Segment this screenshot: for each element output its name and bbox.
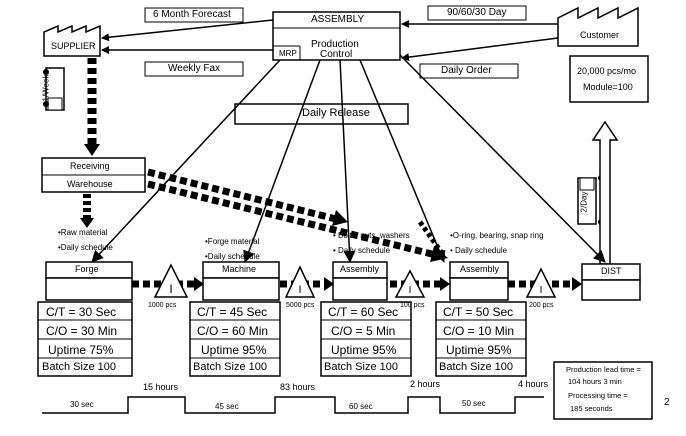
schedule-line-1 <box>91 59 281 263</box>
shipment-to-customer-arrow <box>591 120 619 265</box>
wait-time-2: 83 hours <box>280 382 316 392</box>
production-control-department: ASSEMBLY <box>311 14 365 25</box>
customer-order-arrow <box>401 37 559 62</box>
assembly1-batch: Batch Size 100 <box>324 361 398 373</box>
forecast-to-supplier-arrow <box>101 19 274 42</box>
customer-module: Module=100 <box>583 82 633 92</box>
processing-time-1: 30 sec <box>70 400 94 409</box>
svg-text:I: I <box>298 284 301 296</box>
warehouse-label: Warehouse <box>67 179 113 189</box>
assembly2-ct: C/T = 50 Sec <box>443 305 514 319</box>
processing-time-label: Processing time = <box>568 391 628 400</box>
supplier-factory-icon <box>43 24 101 57</box>
process-name-assembly-2: Assembly <box>460 264 500 274</box>
processing-time-2: 45 sec <box>215 402 239 411</box>
machine-uptime: Uptime 95% <box>201 343 267 357</box>
machine-co: C/O = 60 Min <box>197 324 269 338</box>
assembly2-uptime: Uptime 95% <box>446 343 512 357</box>
machine-ct: C/T = 45 Sec <box>197 305 268 319</box>
inventory-triangle-1: I <box>153 263 189 298</box>
customer-data-box <box>569 55 649 103</box>
inventory-triangle-4: I <box>525 267 557 298</box>
machine-note-1: •Forge material <box>205 237 260 246</box>
inventory-count-1: 1000 pcs <box>148 302 177 309</box>
push-arrow-1 <box>147 168 341 224</box>
assembly2-co: C/O = 10 Min <box>443 324 515 338</box>
assembly1-co: C/O = 5 Min <box>331 324 396 338</box>
forecast-label: 6 Month Forecast <box>153 9 231 20</box>
schedule-line-2 <box>243 59 321 263</box>
wait-time-4: 4 hours <box>518 379 549 389</box>
svg-text:I: I <box>169 282 172 296</box>
machine-process-box <box>189 261 281 377</box>
lead-time-value: 104 hours 3 min <box>568 377 622 386</box>
inventory-count-3: 100 pcs <box>400 302 425 309</box>
machine-batch: Batch Size 100 <box>193 361 267 373</box>
customer-frequency-label: 2/Day <box>579 191 589 213</box>
forge-uptime: Uptime 75% <box>48 343 114 357</box>
wait-time-3: 2 hours <box>410 379 441 389</box>
assembly1-ct: C/T = 60 Sec <box>328 305 399 319</box>
daily-release-box <box>234 103 409 125</box>
production-control-box <box>272 11 401 61</box>
receiving-label: Receiving <box>70 161 110 171</box>
forge-ct: C/T = 30 Sec <box>46 305 117 319</box>
forge-note-1: •Raw material <box>58 228 108 237</box>
inventory-triangle-2: I <box>284 265 316 298</box>
customer-demand: 20,000 pcs/mo <box>577 66 637 76</box>
customer-factory-icon <box>557 6 639 47</box>
production-control-title-2: Control <box>320 49 353 60</box>
dist-box <box>581 263 641 301</box>
assembly2-note-2: • Daily schedule <box>450 246 508 255</box>
forge-batch: Batch Size 100 <box>42 361 116 373</box>
fax-label: Weekly Fax <box>168 63 221 74</box>
processing-time-3: 60 sec <box>349 402 373 411</box>
assembly1-uptime: Uptime 95% <box>331 343 397 357</box>
page-number: 2 <box>664 397 670 408</box>
process-name-assembly-1: Assembly <box>340 264 380 274</box>
assembly1-note-1: • Bolts, nuts, washers <box>333 231 410 240</box>
schedule-line-3 <box>339 59 356 263</box>
inventory-count-2: 5000 pcs <box>286 302 315 309</box>
assembly-process-box-1 <box>320 261 412 377</box>
summary-box <box>553 361 653 420</box>
schedule-line-5 <box>399 54 606 263</box>
production-control-title-1: Production <box>311 39 359 50</box>
schedule-line-4 <box>359 59 446 263</box>
inventory-count-4: 200 pcs <box>529 302 554 309</box>
mrp-label: MRP <box>279 49 297 58</box>
forge-process-box <box>37 261 133 377</box>
assembly-process-box-2 <box>435 261 527 377</box>
svg-text:I: I <box>540 285 543 296</box>
assembly1-note-2: • Daily schedule <box>333 246 391 255</box>
push-arrow-2 <box>147 180 441 260</box>
lead-time-label: Production lead time = <box>566 365 641 374</box>
daily-release-label: Daily Release <box>302 107 370 119</box>
customer-forecast-label: 90/60/30 Day <box>447 7 507 18</box>
forge-note-2: •Daily schedule <box>58 243 113 252</box>
processing-time-value: 185 seconds <box>570 404 613 413</box>
assembly2-batch: Batch Size 100 <box>439 361 513 373</box>
svg-text:I: I <box>409 285 412 296</box>
assembly2-note-1: •O-ring, bearing, snap ring <box>450 231 544 240</box>
process-name-forge: Forge <box>75 264 99 274</box>
forge-co: C/O = 30 Min <box>46 324 118 338</box>
timeline-ladder <box>42 396 544 414</box>
daily-order-label: Daily Order <box>441 65 492 76</box>
processing-time-4: 50 sec <box>462 399 486 408</box>
dist-label: DIST <box>601 266 622 276</box>
customer-label: Customer <box>580 30 620 40</box>
supplier-frequency-label: 1/Week <box>41 74 51 102</box>
process-name-machine: Machine <box>222 264 257 274</box>
wait-time-1: 15 hours <box>143 382 179 392</box>
supplier-label: SUPPLIER <box>51 41 96 51</box>
inventory-triangle-3: I <box>394 269 426 298</box>
machine-note-2: •Daily schedule <box>205 252 260 261</box>
